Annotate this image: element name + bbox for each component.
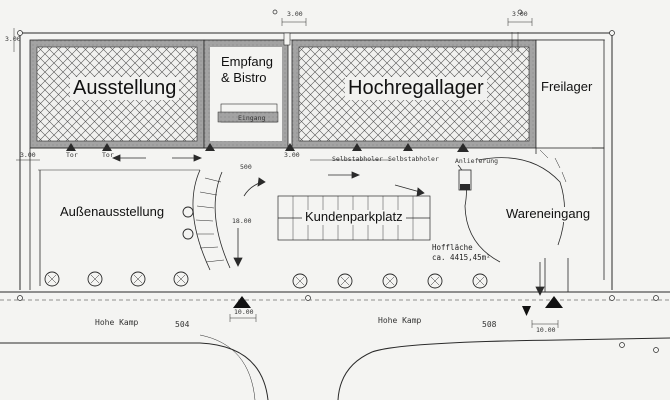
dimension-side-top: 3.00 <box>5 35 21 43</box>
label-bistro: & Bistro <box>221 70 267 85</box>
label-ausstellung: Ausstellung <box>70 77 180 100</box>
dimension-gate-right: 10.00 <box>536 326 556 334</box>
parcel-number-right: 508 <box>482 320 497 329</box>
door-label-tor-a: Tor <box>66 151 78 159</box>
street <box>0 291 670 400</box>
door-label-tor-b: Tor <box>102 151 114 159</box>
yard-label: Hoffläche <box>432 243 473 252</box>
door-markers <box>66 143 469 152</box>
yard-size: ca. 4415,45m² <box>432 253 491 262</box>
dimension-lines <box>13 18 559 328</box>
street-name-right: Hohe Kamp <box>378 316 422 325</box>
traffic-arrows <box>111 154 545 296</box>
yard-outline <box>29 147 605 290</box>
dimension-drive: 18.00 <box>232 217 252 225</box>
street-name-left: Hohe Kamp <box>95 318 139 327</box>
boundary-points <box>17 9 659 353</box>
truck-icon <box>458 169 472 191</box>
parcel-number-left: 504 <box>175 320 190 329</box>
door-label-eingang: Eingang <box>238 114 266 122</box>
drive-aisle <box>192 159 390 271</box>
label-freilager: Freilager <box>538 79 596 95</box>
dimension-mid: 3.00 <box>284 151 300 159</box>
label-kundenparkplatz: Kundenparkplatz <box>302 209 406 225</box>
door-label-anlieferung: Anlieferung <box>455 157 499 165</box>
label-hochregallager: Hochregallager <box>345 77 487 100</box>
label-wareneingang: Wareneingang <box>503 206 594 222</box>
door-label-selbstabholer-2: Selbstabholer <box>388 155 439 163</box>
dimension-top-2: 3.00 <box>512 10 528 18</box>
tree-crowns <box>47 274 485 286</box>
label-empfang: Empfang <box>221 54 274 69</box>
label-aussenausstellung: Außenausstellung <box>57 204 168 220</box>
dimension-side-left: 3.00 <box>20 151 36 159</box>
entrance-markers <box>233 296 563 316</box>
door-label-selbstabholer-1: Selbstabholer <box>332 155 383 163</box>
dimension-gate-left: 10.00 <box>234 308 254 316</box>
dimension-turn: 500 <box>240 163 252 171</box>
building-empfang <box>203 32 291 149</box>
dimension-top-1: 3.00 <box>287 10 303 18</box>
